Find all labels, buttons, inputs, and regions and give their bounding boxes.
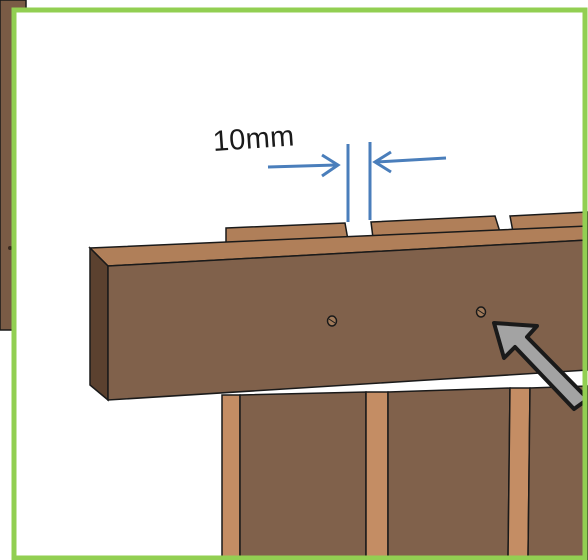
dimension-arrow-left-icon [267,153,341,178]
dimension-arrow-right-icon [372,150,447,174]
gap-dimension-label: 10mm [211,120,296,159]
gap-dimension [346,142,372,222]
horizontal-rail [88,225,588,402]
screw-icon [326,315,338,327]
frame-border [11,7,588,560]
pointer-arrow-icon [492,321,588,411]
vertical-boards [221,385,588,560]
screw-icon [475,306,487,318]
